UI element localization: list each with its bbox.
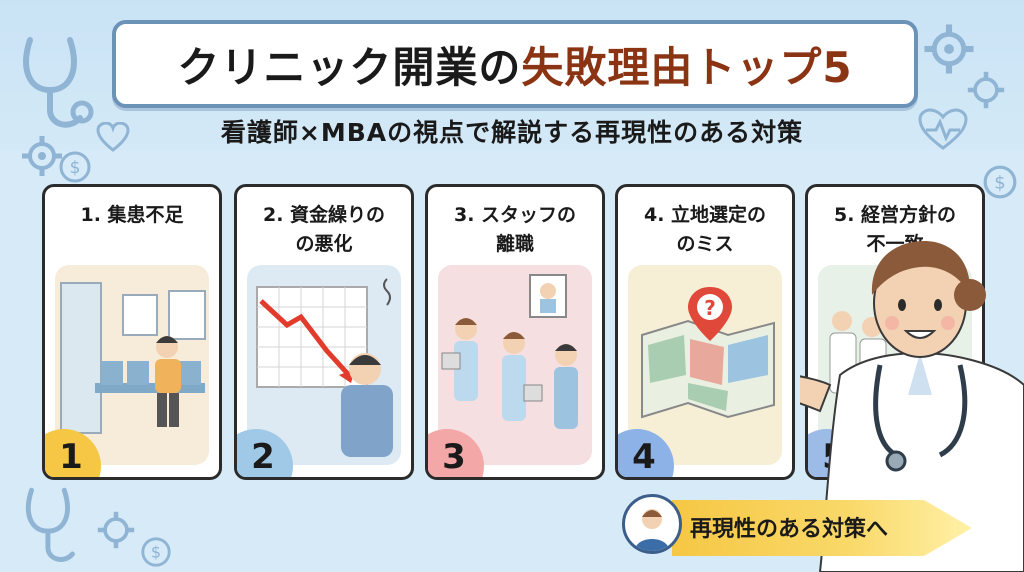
card-1: 1. 集患不足 1: [42, 184, 222, 480]
title-accent: 失敗理由トップ5: [521, 42, 853, 92]
subtitle: 看護師×MBAの視点で解説する再現性のある対策: [220, 118, 804, 147]
stethoscope-icon: [25, 487, 75, 562]
svg-text:$: $: [151, 543, 161, 562]
cta-next-button[interactable]: 再現性のある対策へ: [622, 494, 972, 560]
waiting-room-illustration: [55, 265, 209, 465]
card-2: 2. 資金繰りの の悪化 2: [234, 184, 414, 480]
card-title: 3. スタッフの 離職: [453, 204, 577, 255]
cta-label: 再現性のある対策へ: [690, 517, 889, 542]
nurse-avatar: [622, 494, 682, 554]
staff-leaving-illustration: [438, 265, 592, 465]
gear-icon: [924, 24, 974, 74]
card-4: 4. 立地選定の のミス ? 4: [615, 184, 795, 480]
card-title: 1. 集患不足: [80, 204, 184, 226]
card-3: 3. スタッフの 離職 3: [425, 184, 605, 480]
svg-text:$: $: [994, 172, 1005, 193]
stethoscope-icon: [23, 37, 94, 128]
gear-icon: [22, 136, 62, 176]
nurse-avatar-icon: [635, 509, 669, 551]
declining-chart-illustration: [247, 265, 401, 465]
card-title: 2. 資金繰りの の悪化: [262, 204, 386, 255]
dollar-icon: $: [59, 151, 91, 183]
dollar-icon: $: [983, 165, 1017, 199]
card-number-badge: 1: [45, 429, 101, 477]
gear-icon: [97, 511, 135, 549]
cta-arrow: [672, 500, 972, 556]
svg-text:?: ?: [704, 296, 716, 320]
title-banner: クリニック開業の失敗理由トップ5: [112, 20, 918, 108]
title-main: クリニック開業の: [177, 42, 522, 92]
heart-icon: [96, 122, 130, 152]
card-title: 4. 立地選定の のミス: [643, 204, 767, 255]
gear-icon: [967, 71, 1005, 109]
map-location-illustration: ?: [628, 265, 782, 465]
dollar-icon: $: [141, 537, 171, 567]
svg-text:$: $: [70, 158, 81, 178]
card-number-badge: 3: [428, 429, 484, 477]
heart-pulse-icon: [918, 108, 968, 150]
card-number-badge: 2: [237, 429, 293, 477]
